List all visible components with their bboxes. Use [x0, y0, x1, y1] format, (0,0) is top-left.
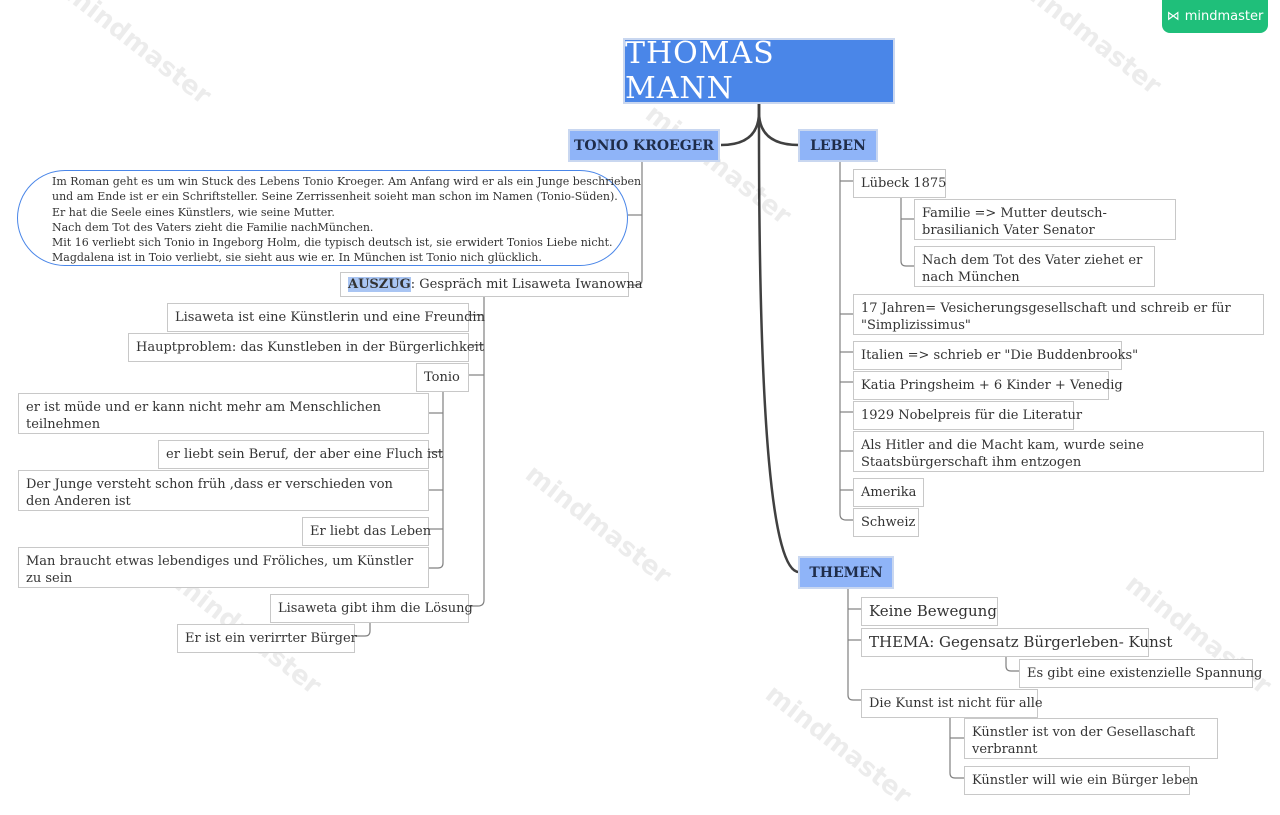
- node-leben-item[interactable]: Italien => schrieb er "Die Buddenbrooks": [853, 341, 1138, 370]
- node-hauptproblem[interactable]: Hauptproblem: das Kunstleben in der Bürg…: [128, 333, 484, 362]
- node-lisaweta[interactable]: Lisaweta ist eine Künstlerin und eine Fr…: [167, 303, 485, 332]
- note-line: Nach dem Tot des Vaters zieht die Famili…: [52, 220, 374, 234]
- topic-label: TONIO KROEGER: [574, 137, 714, 154]
- note-line: Er hat die Seele eines Künstlers, wie se…: [52, 205, 335, 219]
- auszug-text: : Gespräch mit Lisaweta Iwanowna: [410, 277, 643, 292]
- topic-label: LEBEN: [810, 137, 866, 154]
- note-line: Mit 16 verliebt sich Tonio in Ingeborg H…: [52, 236, 613, 250]
- node-kunst-item[interactable]: Künstler will wie ein Bürger leben: [964, 766, 1198, 795]
- node-tonio-item[interactable]: Er liebt das Leben: [302, 517, 431, 546]
- topic-themen[interactable]: THEMEN: [798, 556, 894, 589]
- node-tonio-item[interactable]: Man braucht etwas lebendiges und Frölich…: [18, 547, 429, 588]
- mindmaster-badge[interactable]: ⋈ mindmaster: [1162, 0, 1268, 33]
- node-leben-item[interactable]: 1929 Nobelpreis für die Literatur: [853, 401, 1082, 430]
- node-kunst-item[interactable]: Künstler ist von der Gesellaschaft verbr…: [964, 718, 1218, 759]
- node-leben-item[interactable]: Amerika: [853, 478, 924, 507]
- root-title: THOMAS MANN: [625, 36, 775, 106]
- tonio-summary-note[interactable]: Im Roman geht es um win Stuck des Lebens…: [17, 170, 642, 266]
- note-line: und am Ende ist er ein Schriftsteller. S…: [52, 190, 618, 204]
- topic-leben[interactable]: LEBEN: [798, 129, 878, 162]
- node-leben-item[interactable]: 17 Jahren= Vesicherungsgesellschaft und …: [853, 294, 1264, 335]
- node-tonio-item[interactable]: er liebt sein Beruf, der aber eine Fluch…: [158, 440, 443, 469]
- node-loesung[interactable]: Lisaweta gibt ihm die Lösung: [270, 594, 473, 623]
- node-spannung[interactable]: Es gibt eine existenzielle Spannung: [1019, 659, 1262, 688]
- node-buerger[interactable]: Er ist ein verirrter Bürger: [177, 624, 357, 653]
- root-topic[interactable]: THOMAS MANN: [623, 36, 895, 106]
- node-leben-item[interactable]: Schweiz: [853, 508, 919, 537]
- node-familie[interactable]: Familie => Mutter deutsch-brasilianich V…: [914, 199, 1176, 240]
- node-tonio[interactable]: Tonio: [416, 363, 469, 392]
- auszug-keyword: AUSZUG: [348, 277, 411, 292]
- topic-label: THEMEN: [809, 564, 883, 581]
- node-kunst[interactable]: Die Kunst ist nicht für alle: [861, 689, 1043, 718]
- node-keine-bewegung[interactable]: Keine Bewegung: [861, 597, 998, 626]
- note-line: Magdalena ist in Toio verliebt, sie sieh…: [52, 251, 542, 265]
- note-line: Im Roman geht es um win Stuck des Lebens…: [52, 175, 642, 188]
- node-leben-item[interactable]: Als Hitler and die Macht kam, wurde sein…: [853, 431, 1264, 472]
- node-auszug[interactable]: AUSZUG: Gespräch mit Lisaweta Iwanowna: [340, 272, 643, 297]
- node-leben-item[interactable]: Katia Pringsheim + 6 Kinder + Venedig: [853, 371, 1123, 400]
- node-tonio-item[interactable]: er ist müde und er kann nicht mehr am Me…: [18, 393, 429, 434]
- mindmaster-logo-icon: ⋈: [1166, 9, 1180, 24]
- node-tonio-item[interactable]: Der Junge versteht schon früh ,dass er v…: [18, 470, 429, 511]
- topic-tonio-kroeger[interactable]: TONIO KROEGER: [568, 129, 720, 162]
- node-tod-vater[interactable]: Nach dem Tot des Vater ziehet er nach Mü…: [914, 246, 1155, 287]
- brand-label: mindmaster: [1184, 9, 1264, 24]
- node-luebeck[interactable]: Lübeck 1875: [853, 169, 946, 198]
- node-thema[interactable]: THEMA: Gegensatz Bürgerleben- Kunst: [861, 628, 1172, 657]
